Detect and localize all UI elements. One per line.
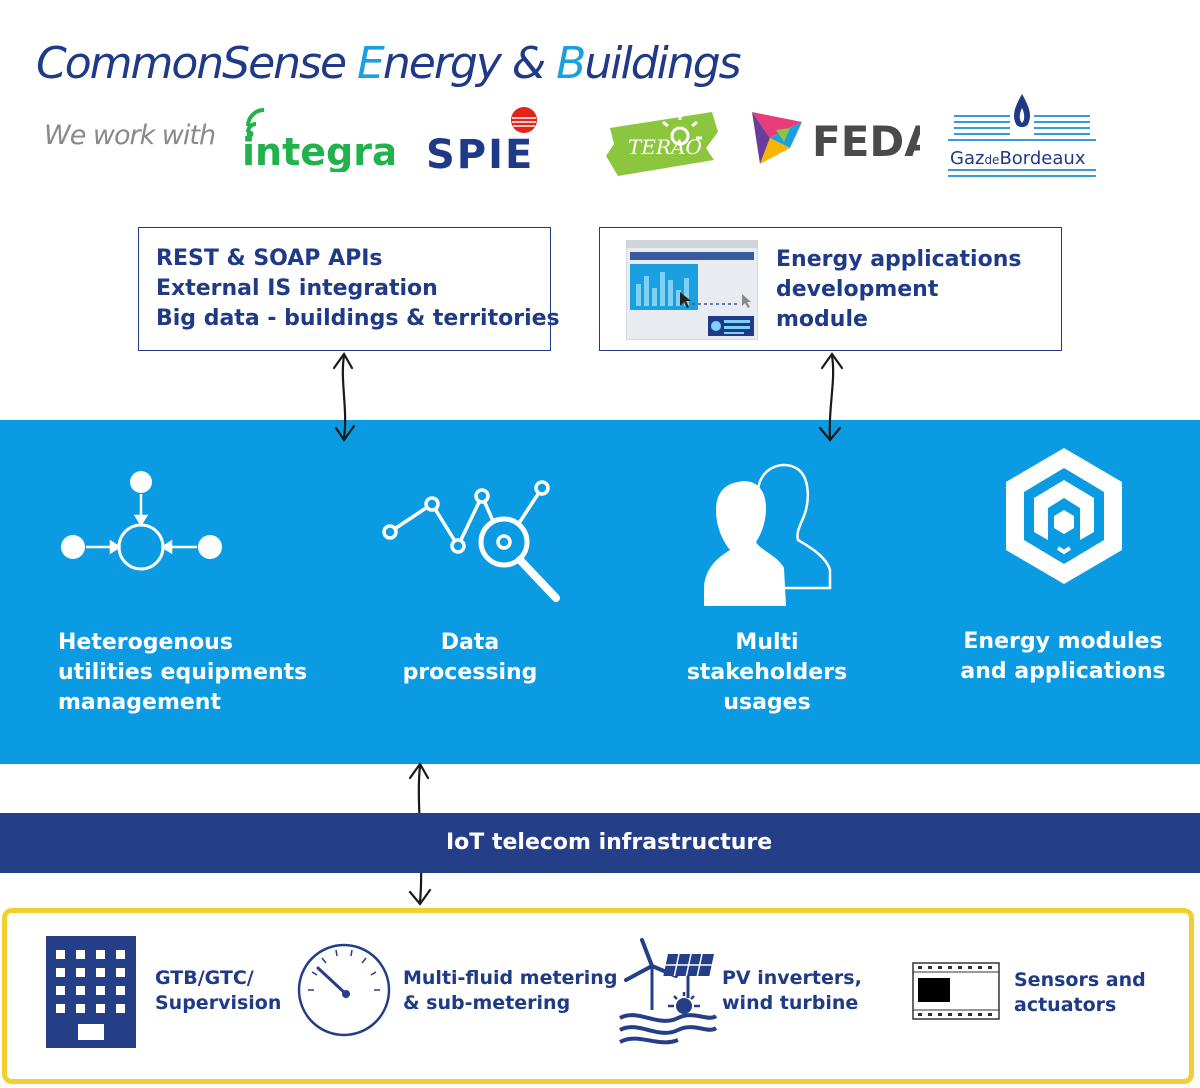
de-word: de xyxy=(984,153,999,167)
arrow-apps-platform xyxy=(828,354,835,440)
apps-line-1: Energy applications xyxy=(776,247,1022,272)
terao-logo: TERAO xyxy=(602,108,722,178)
device-gtb-label: GTB/GTC/Supervision xyxy=(155,967,282,1014)
apps-line-3: module xyxy=(776,307,868,332)
users-icon xyxy=(700,460,836,608)
spie-wordmark: SPIE xyxy=(426,132,534,174)
iot-label: IoT telecom infrastructure xyxy=(446,830,773,855)
device-metering-label: Multi-fluid metering& sub-metering xyxy=(403,967,618,1014)
devices-panel xyxy=(2,908,1194,1084)
dashboard-screenshot-icon xyxy=(625,239,759,341)
arrow-apis-platform xyxy=(341,354,347,440)
platform-band xyxy=(0,420,1200,764)
spie-logo: SPIE xyxy=(424,104,576,178)
integra-logo: integra xyxy=(242,108,398,174)
we-work-with-label: We work with xyxy=(44,120,216,151)
sensor-module-icon xyxy=(912,962,1000,1020)
apis-line-1: REST & SOAP APIs xyxy=(156,246,383,271)
iot-band xyxy=(0,813,1200,873)
feda-wordmark: FEDA xyxy=(812,117,920,166)
bordeaux-word: Bordeaux xyxy=(999,148,1085,169)
terao-wordmark: TERAO xyxy=(628,135,702,159)
apps-box: Energy applications development module xyxy=(599,227,1062,351)
renewables-icon xyxy=(618,936,718,1048)
apis-box: REST & SOAP APIs External IS integration… xyxy=(138,227,560,351)
apis-line-2: External IS integration xyxy=(156,276,438,301)
gaz-word: Gaz xyxy=(950,148,984,169)
apis-line-3: Big data - buildings & territories xyxy=(156,306,560,331)
network-hub-icon xyxy=(58,466,228,578)
gaz-de-bordeaux-logo: GazdeBordeaux xyxy=(946,92,1098,182)
svg-text:GazdeBordeaux: GazdeBordeaux xyxy=(950,148,1086,169)
feda-logo: FEDA xyxy=(750,108,937,168)
building-icon xyxy=(46,936,136,1048)
device-pv-label: PV inverters,wind turbine xyxy=(722,967,862,1014)
page-title: CommonSense Energy & Buildings xyxy=(36,38,742,89)
hexagon-module-icon xyxy=(1002,446,1126,588)
data-analysis-icon xyxy=(380,476,564,606)
gauge-icon xyxy=(296,942,392,1038)
integra-wordmark: integra xyxy=(242,130,394,172)
apps-line-2: development xyxy=(776,277,939,302)
